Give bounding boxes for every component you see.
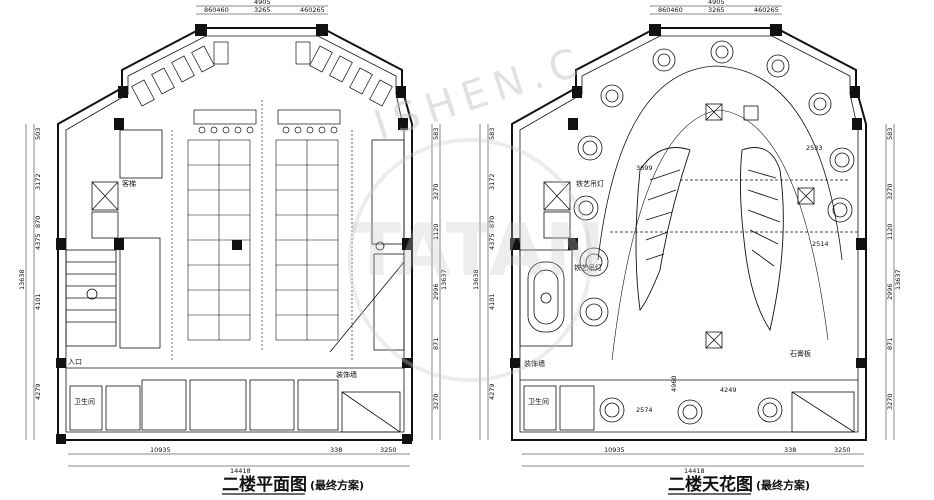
top-dim-3: 460265 [300,6,325,14]
ceiling-dim-1: 3699 [636,164,653,172]
left-dim-1: 583 [488,128,496,140]
left-plan-title: 二楼平面图 [222,474,307,495]
right-dim-6: 3270 [432,393,440,410]
left-dim-4: 4375 [34,233,42,250]
left-dim-2: 3172 [34,173,42,190]
ceiling-dim-3: 2514 [812,240,829,248]
label-toilet: 卫生间 [74,397,95,406]
left-dim-6: 4279 [488,383,496,400]
right-dim-total: 13637 [894,269,902,290]
bottom-dim-total: 14418 [684,467,705,475]
left-dim-5: 4101 [488,293,496,310]
left-dim-2: 3172 [488,173,496,190]
left-dim-1: 503 [34,128,42,140]
right-dim-2: 3270 [886,183,894,200]
label-iron-chandelier-2: 铁艺吊灯 [574,263,602,272]
label-lift: 客梯 [122,179,136,188]
left-dim-3: 870 [34,216,42,228]
table-grid [171,100,353,360]
bottom-dim-3: 3250 [834,446,851,454]
label-deco-wall: 装饰墙 [524,359,545,368]
ceiling-feature-arc-lower [611,109,829,361]
bottom-rooms [66,367,404,433]
bottom-dim-2: 338 [330,446,342,454]
right-service-area [329,139,405,353]
right-dim-3: 1120 [432,223,440,240]
top-dim-2: 3265 [254,6,271,14]
label-entrance: 入口 [68,358,82,366]
sofa-rows [193,109,341,134]
left-dim-total: 13638 [472,269,480,290]
right-plan-subtitle: (最终方案) [756,478,810,492]
ceiling-lights [573,40,855,425]
left-plan-subtitle: (最终方案) [310,478,364,492]
right-dim-1: 583 [886,128,894,140]
top-dim-2: 3265 [708,6,725,14]
watermark: ISHEN.C TATAN [348,38,605,382]
right-dim-6: 3270 [886,393,894,410]
right-dim-total: 13637 [440,269,448,290]
outer-wall [57,27,413,441]
columns [56,24,412,444]
bottom-dim-2: 338 [784,446,796,454]
perimeter-booths [131,41,393,107]
right-dimension-lines [479,5,895,467]
ceiling-dim-2: 2533 [806,144,823,152]
right-plan-title: 二楼天花图 [668,474,753,495]
top-dim-total: 4905 [708,0,725,6]
inner-wall [519,35,859,433]
outer-wall [511,27,867,441]
second-floor-plan: 客梯 入口 装饰墙 卫生间 860460 3265 460265 4905 10… [18,0,448,495]
top-dim-1: 860460 [204,6,229,14]
label-plasterboard: 石膏板 [790,349,811,358]
right-dim-5: 871 [886,338,894,350]
second-floor-ceiling-plan: 铁艺吊灯 铁艺吊灯 石膏板 装饰墙 卫生间 3699 2533 2514 257… [472,0,902,495]
top-dim-total: 4905 [254,0,271,6]
left-dim-total: 13638 [18,269,26,290]
bottom-dim-1: 10935 [604,446,625,454]
left-dim-3: 870 [488,216,496,228]
right-dim-5: 871 [432,338,440,350]
right-dim-4: 2996 [886,283,894,300]
ceiling-dim-6: 4249 [720,386,737,394]
watermark-big-text: TATAN [352,208,605,292]
right-dim-3: 1120 [886,223,894,240]
label-iron-chandelier-1: 铁艺吊灯 [576,179,604,188]
left-dim-6: 4279 [34,383,42,400]
label-toilet: 卫生间 [528,397,549,406]
bottom-dim-3: 3250 [380,446,397,454]
bottom-rooms [520,179,858,433]
ceiling-feature-arc [597,65,843,261]
inner-wall [65,35,405,433]
label-deco-wall: 装饰墙 [336,370,357,379]
fish-ceiling-decoration [635,147,784,332]
columns [510,24,866,368]
right-dim-2: 3270 [432,183,440,200]
bottom-dim-total: 14418 [230,467,251,475]
ceiling-diffusers [705,103,815,349]
right-dim-4: 2996 [432,283,440,300]
bottom-dim-1: 10935 [150,446,171,454]
right-dim-1: 583 [432,128,440,140]
top-dim-3: 460265 [754,6,779,14]
left-service-area [65,129,163,349]
ceiling-dim-4: 2574 [636,406,653,414]
top-dim-1: 860460 [658,6,683,14]
left-dim-5: 4101 [34,293,42,310]
left-dim-4: 4375 [488,233,496,250]
ceiling-dim-5: 4960 [670,375,678,392]
left-service-area [519,181,573,347]
left-dimension-lines [25,5,441,467]
